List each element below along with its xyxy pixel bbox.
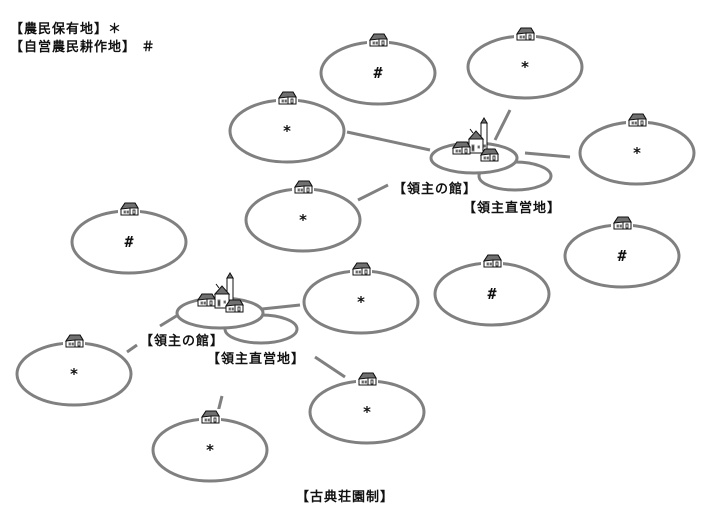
manor-hall-label: 【領主の館】	[393, 182, 478, 197]
manor-group	[175, 272, 299, 345]
house-icon	[197, 293, 216, 307]
peasant-holding-field: *	[466, 26, 584, 100]
house-icon	[278, 91, 297, 105]
house-icon	[294, 180, 313, 194]
peasant-holding-mark: *	[282, 122, 291, 140]
house-icon	[516, 27, 535, 41]
path-line	[357, 183, 389, 202]
path-line	[159, 313, 179, 328]
path-line	[493, 109, 512, 141]
house-icon	[120, 202, 139, 216]
legend-peasant-holding: 【農民保有地】＊	[10, 22, 123, 37]
manor-hall-label: 【領主の館】	[140, 334, 225, 349]
church-icon	[468, 117, 488, 154]
house-icon	[613, 216, 632, 230]
house-icon	[65, 334, 84, 348]
peasant-holding-mark: *	[356, 293, 365, 311]
house-icon	[480, 148, 499, 162]
demesne-label: 【領主直営地】	[463, 201, 562, 216]
house-icon	[358, 372, 377, 386]
diagram-caption: 【古典荘園制】	[296, 490, 395, 505]
self-farm-mark: #	[617, 247, 626, 265]
path-line	[261, 303, 301, 311]
manor-group	[429, 117, 553, 192]
peasant-holding-field: *	[578, 112, 696, 186]
house-icon	[201, 410, 220, 424]
peasant-holding-mark: *	[298, 211, 307, 229]
house-icon	[628, 113, 647, 127]
self-farm-field: #	[433, 253, 551, 327]
path-line	[524, 151, 571, 159]
house-icon	[452, 141, 471, 155]
peasant-holding-mark: *	[520, 58, 529, 76]
peasant-holding-mark: *	[632, 144, 641, 162]
peasant-holding-field: *	[302, 261, 420, 335]
self-farm-mark: #	[124, 233, 133, 251]
house-icon	[369, 33, 388, 47]
path-line	[314, 355, 346, 379]
path-line	[126, 343, 138, 354]
peasant-holding-field: *	[15, 333, 133, 407]
self-farm-field: #	[319, 32, 437, 106]
peasant-holding-field: *	[244, 179, 362, 253]
peasant-holding-mark: *	[69, 365, 78, 383]
peasant-holding-field: *	[308, 371, 426, 445]
path-line	[346, 130, 431, 152]
self-farm-mark: #	[487, 285, 496, 303]
peasant-holding-mark: *	[362, 403, 371, 421]
legend-self-farm: 【自営農民耕作地】 ＃	[10, 40, 156, 55]
self-farm-field: #	[70, 201, 188, 275]
house-icon	[352, 262, 371, 276]
self-farm-mark: #	[373, 64, 382, 82]
connectors	[126, 109, 571, 413]
demesne-label: 【領主直営地】	[207, 352, 306, 367]
peasant-holding-field: *	[151, 409, 269, 483]
house-icon	[483, 254, 502, 268]
house-icon	[225, 299, 244, 313]
self-farm-field: #	[563, 215, 681, 289]
peasant-holding-mark: *	[205, 441, 214, 459]
peasant-holding-field: *	[228, 90, 346, 164]
